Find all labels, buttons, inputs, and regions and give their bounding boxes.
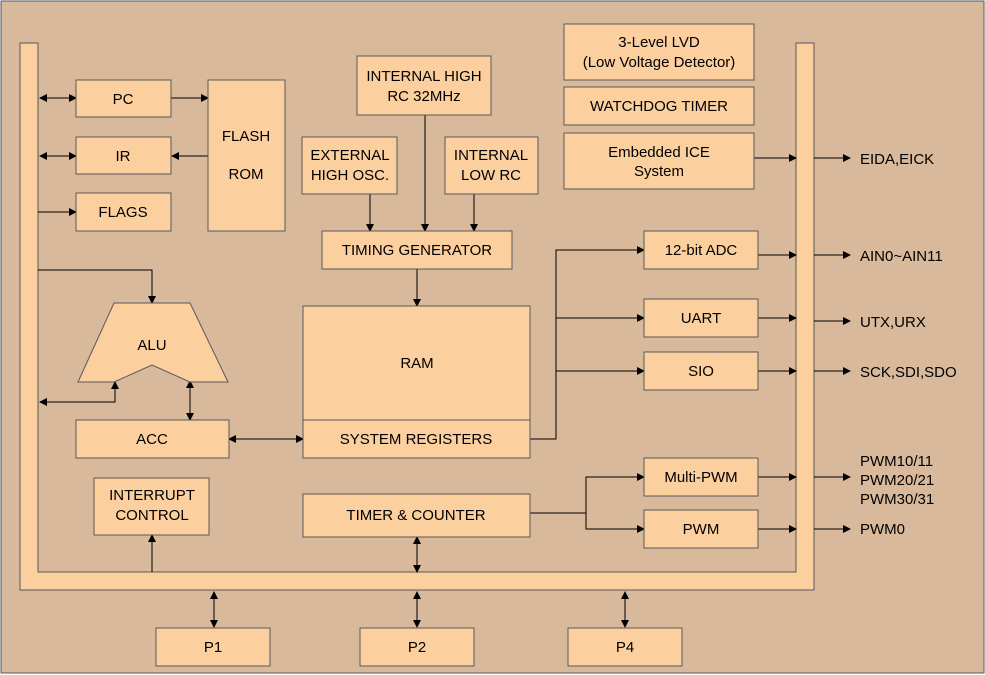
pc-block	[75, 79, 172, 118]
flash-rom-label-line2: ROM	[229, 166, 264, 183]
internal-low-rc-label-line1: INTERNAL	[454, 147, 528, 164]
sio-label: SIO	[688, 363, 714, 380]
internal-low-rc-label-line2: LOW RC	[461, 167, 521, 184]
interrupt-control-label-line2: CONTROL	[115, 507, 188, 524]
multi-pwm-label: Multi-PWM	[664, 469, 737, 486]
internal-high-rc-label-line1: INTERNAL HIGH	[366, 68, 481, 85]
sio-block	[643, 351, 759, 391]
pin-label-pwm10-11: PWM10/11	[860, 453, 933, 470]
interrupt-control-label-line1: INTERRUPT	[109, 487, 195, 504]
bus-alu-link	[38, 269, 156, 304]
watchdog-timer-label: WATCHDOG TIMER	[590, 98, 728, 115]
timer-pwm-trunk	[530, 473, 645, 514]
lvd-label-line2: (Low Voltage Detector)	[583, 54, 736, 71]
p4-label: P4	[616, 639, 634, 656]
p1-label: P1	[204, 639, 222, 656]
pc-label: PC	[113, 91, 134, 108]
pin-label-uart: UTX,URX	[860, 314, 926, 331]
ram-block	[302, 305, 531, 421]
pin-label-pwm0: PWM0	[860, 521, 905, 538]
ir-block	[75, 136, 172, 175]
uart-label: UART	[681, 310, 722, 327]
internal-bus	[19, 42, 815, 591]
adc-label: 12-bit ADC	[665, 242, 738, 259]
multi-pwm-block	[643, 457, 759, 497]
alu-bus-link	[39, 381, 119, 406]
watchdog-timer-block	[563, 86, 755, 126]
external-high-osc-label-line2: HIGH OSC.	[311, 167, 389, 184]
lvd-block	[563, 23, 755, 81]
flash-rom-label-line1: FLASH	[222, 128, 270, 145]
external-high-osc-block	[301, 136, 398, 195]
external-high-osc-label-line1: EXTERNAL	[310, 147, 389, 164]
connections	[38, 94, 851, 628]
flags-label: FLAGS	[98, 204, 147, 221]
alu-block	[77, 302, 229, 383]
p2-label: P2	[408, 639, 426, 656]
pin-label-ice: EIDA,EICK	[860, 151, 934, 168]
lvd-label-line1: 3-Level LVD	[618, 34, 700, 51]
system-registers-block	[302, 419, 531, 459]
p1-block	[155, 627, 271, 667]
internal-high-rc-block	[356, 55, 492, 116]
embedded-ice-label-line2: System	[634, 163, 684, 180]
adc-block	[643, 230, 759, 270]
acc-label: ACC	[136, 431, 168, 448]
pin-label-pwm30-31: PWM30/31	[860, 491, 934, 508]
sysreg-peripheral-trunk	[530, 246, 645, 440]
embedded-ice-block	[563, 132, 755, 190]
alu-label: ALU	[137, 337, 166, 354]
timer-counter-label: TIMER & COUNTER	[346, 507, 485, 524]
flash-rom-block	[207, 79, 286, 232]
embedded-ice-label-line1: Embedded ICE	[608, 144, 710, 161]
interrupt-control-block	[93, 477, 210, 536]
timing-generator-label: TIMING GENERATOR	[342, 242, 492, 259]
pwm-block	[643, 509, 759, 549]
ir-label: IR	[116, 148, 131, 165]
pwm-label: PWM	[683, 521, 720, 538]
timing-generator-block	[321, 230, 513, 270]
timer-counter-block	[302, 493, 531, 538]
internal-low-rc-block	[444, 136, 539, 195]
pin-label-pwm20-21: PWM20/21	[860, 472, 934, 489]
pin-label-adc: AIN0~AIN11	[860, 248, 943, 265]
flags-block	[75, 192, 172, 232]
pin-label-sio: SCK,SDI,SDO	[860, 364, 957, 381]
system-registers-label: SYSTEM REGISTERS	[340, 431, 493, 448]
acc-block	[75, 419, 230, 459]
p4-block	[567, 627, 683, 667]
ram-label: RAM	[400, 355, 433, 372]
p2-block	[359, 627, 475, 667]
trunk-pwm-link	[585, 513, 645, 533]
internal-high-rc-label-line2: RC 32MHz	[387, 88, 460, 105]
uart-block	[643, 298, 759, 338]
